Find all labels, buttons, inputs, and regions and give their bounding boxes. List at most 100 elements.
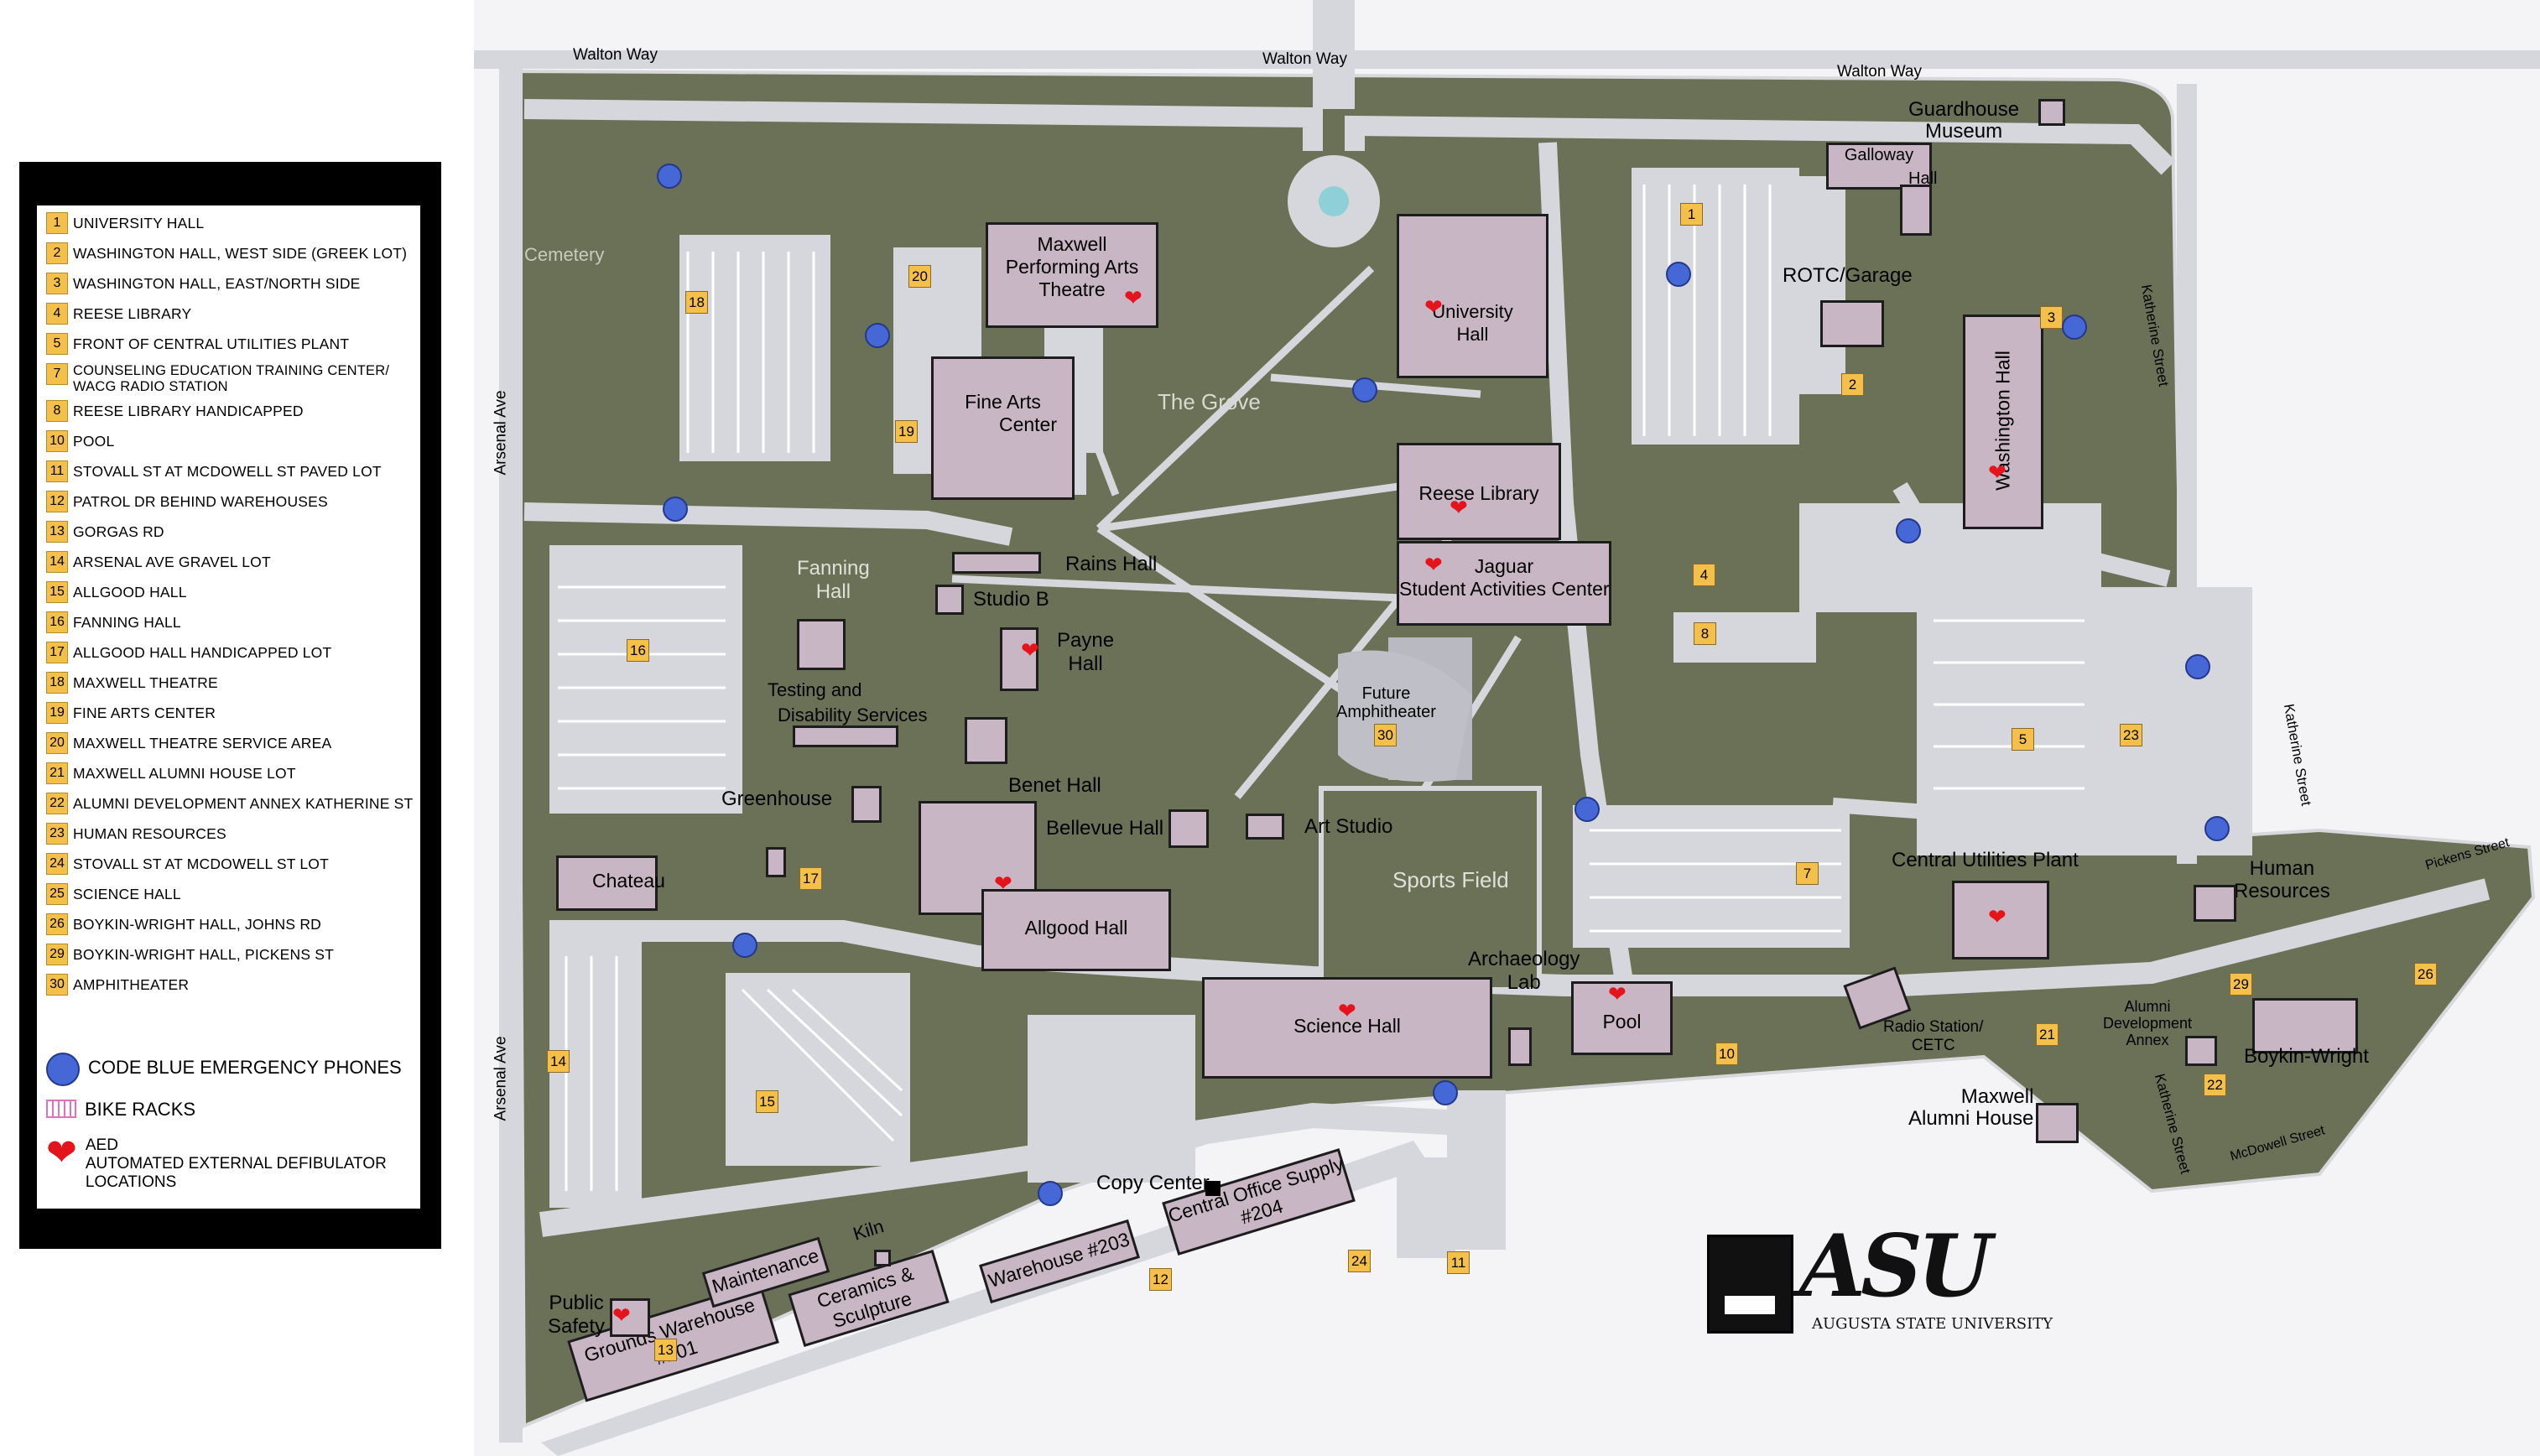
legend-label: PATROL DR BEHIND WAREHOUSES: [73, 492, 328, 510]
jaguar-student-activities-center[interactable]: Jaguar Student Activities Center: [1397, 541, 1611, 626]
emergency-phone-icon[interactable]: [1666, 262, 1691, 287]
art-studio-building[interactable]: [1246, 814, 1284, 840]
rotc-garage-building[interactable]: [1820, 300, 1884, 347]
building-label: Hall: [1908, 169, 1938, 188]
emergency-phone-icon[interactable]: [1352, 377, 1377, 403]
chateau-building[interactable]: Chateau: [556, 855, 665, 911]
walton-way-label: Walton Way: [1837, 63, 1923, 81]
building-label: University: [1432, 301, 1513, 322]
legend-label: STOVALL ST AT MCDOWELL ST LOT: [73, 855, 330, 872]
walton-way-label: Walton Way: [573, 46, 658, 64]
aed-heart-icon: ❤: [1608, 981, 1627, 1006]
legend-label: ALLGOOD HALL: [73, 583, 187, 601]
emergency-phone-icon[interactable]: [2062, 315, 2087, 340]
emergency-phone-icon[interactable]: [1896, 518, 1921, 543]
campus-map[interactable]: Maxwell Performing Arts Theatre ❤ Univer…: [474, 0, 2540, 1456]
lot-5-marker: 5: [2012, 728, 2034, 751]
building-label: Alumni House: [1908, 1107, 2034, 1130]
central-utilities-plant-building[interactable]: [1952, 881, 2049, 959]
university-hall-building[interactable]: University Hall: [1397, 214, 1548, 378]
lot-number-badge: 22: [46, 793, 68, 814]
place-label: Archaeology: [1468, 948, 1580, 970]
legend-label: GORGAS RD: [73, 523, 164, 540]
building-label: Galloway: [1844, 146, 1914, 164]
aed-heart-icon: ❤: [994, 871, 1012, 896]
legend-label: COUNSELING EDUCATION TRAINING CENTER/ WA…: [73, 363, 390, 394]
testing-building[interactable]: [793, 725, 898, 747]
legend-label: FRONT OF CENTRAL UTILITIES PLANT: [73, 335, 350, 352]
legend-label: SCIENCE HALL: [73, 885, 181, 902]
building-label: Theatre: [1038, 278, 1106, 300]
emergency-phone-icon[interactable]: [2204, 816, 2230, 841]
lot-24-marker: 24: [1348, 1250, 1371, 1272]
public-safety-building[interactable]: [610, 1298, 650, 1337]
lot-number-badge: 23: [46, 823, 68, 845]
building-label: Performing Arts: [1005, 256, 1139, 278]
alumni-annex-building[interactable]: [2185, 1036, 2217, 1066]
studio-b-building[interactable]: [935, 585, 964, 615]
archaeology-lab-building[interactable]: [1508, 1027, 1532, 1066]
lot-29-marker: 29: [2230, 973, 2252, 996]
science-hall-building[interactable]: Science Hall: [1202, 977, 1492, 1079]
rains-hall-building[interactable]: [952, 552, 1041, 574]
galloway-hall-building[interactable]: Galloway: [1826, 143, 1932, 190]
emergency-phone-icon[interactable]: [1574, 797, 1600, 822]
human-resources-building[interactable]: [2194, 885, 2236, 922]
bike-rack-icon: [46, 1100, 76, 1118]
emergency-phone-icon[interactable]: [1038, 1181, 1063, 1206]
pool-building[interactable]: Pool: [1571, 981, 1673, 1055]
allgood-hall-building[interactable]: Allgood Hall: [981, 889, 1171, 971]
sports-field: [1319, 786, 1542, 992]
building-label: Fine Arts: [965, 391, 1041, 413]
asu-logo-text: ASU: [1799, 1216, 1992, 1317]
reese-library-building[interactable]: Reese Library: [1397, 443, 1561, 540]
place-label: Disability Services: [778, 705, 928, 725]
arsenal-ave-road: [499, 67, 523, 1443]
arsenal-ave-label: Arsenal Ave: [492, 1036, 510, 1121]
maxwell-theatre-building[interactable]: Maxwell Performing Arts Theatre: [986, 222, 1158, 328]
boykin-wright-building[interactable]: [2252, 998, 2358, 1053]
fanning-hall-building[interactable]: [797, 619, 846, 670]
greenhouse-building[interactable]: [851, 786, 882, 823]
legend-bikes-label: BIKE RACKS: [85, 1099, 196, 1120]
benet-hall-building[interactable]: [965, 717, 1007, 764]
kiln-building[interactable]: [874, 1250, 891, 1266]
emergency-phone-icon[interactable]: [657, 164, 682, 189]
lot-number-badge: 2: [46, 242, 68, 264]
emergency-phone-icon[interactable]: [865, 323, 890, 348]
washington-hall-building[interactable]: Washington Hall: [1963, 315, 2043, 529]
emergency-phone-icon[interactable]: [732, 933, 757, 958]
payne-hall-building[interactable]: [1000, 627, 1038, 691]
guardhouse-building[interactable]: [2038, 99, 2065, 126]
bellevue-hall-building[interactable]: [1169, 809, 1209, 848]
legend-aed-label: LOCATIONS: [85, 1173, 177, 1191]
building-label: Development: [2103, 1015, 2193, 1032]
fine-arts-center-building[interactable]: Fine Arts Center: [931, 356, 1075, 500]
emergency-phone-icon[interactable]: [2185, 654, 2210, 679]
lot-number-badge: 13: [46, 521, 68, 543]
emergency-phone-icon[interactable]: [663, 497, 688, 522]
aed-heart-icon: ❤: [1338, 998, 1356, 1023]
legend-label: REESE LIBRARY: [73, 304, 192, 322]
cemetery-label: Cemetery: [524, 244, 605, 265]
legend-phone-row: CODE BLUE EMERGENCY PHONES: [46, 1053, 402, 1086]
aed-heart-icon: ❤: [1988, 904, 2006, 929]
maxwell-alumni-house-building[interactable]: [2036, 1103, 2079, 1143]
emergency-phone-icon[interactable]: [1433, 1080, 1458, 1105]
building-label: Maxwell: [1037, 233, 1107, 255]
legend-bike-row: BIKE RACKS: [46, 1100, 195, 1120]
